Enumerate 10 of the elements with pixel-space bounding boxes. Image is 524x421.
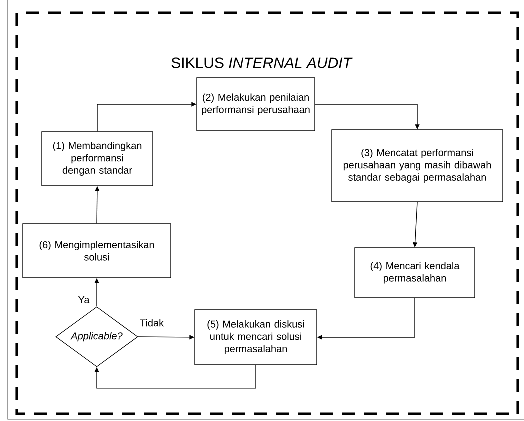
process-box: (6) Mengimplementasikan solusi [22, 224, 172, 278]
edge-label: Tidak [140, 319, 164, 327]
edge-label: Ya [78, 296, 90, 304]
title: SIKLUS INTERNAL AUDIT [172, 58, 353, 68]
process-box: (3) Mencatat performansi perusahaan yang masih dibawah standar sebagai permasalahan [332, 130, 504, 202]
process-box: (5) Melakukan diskusi untuk mencari solusi permasalahan [194, 310, 318, 366]
process-box: (1) Membandingkan performansi dengan standar [42, 132, 154, 186]
arrow [94, 365, 256, 389]
process-box: (2) Melakukan penilaian performansi perusahaan [196, 78, 316, 132]
process-box: (4) Mencari kendala permasalahan [354, 248, 476, 298]
